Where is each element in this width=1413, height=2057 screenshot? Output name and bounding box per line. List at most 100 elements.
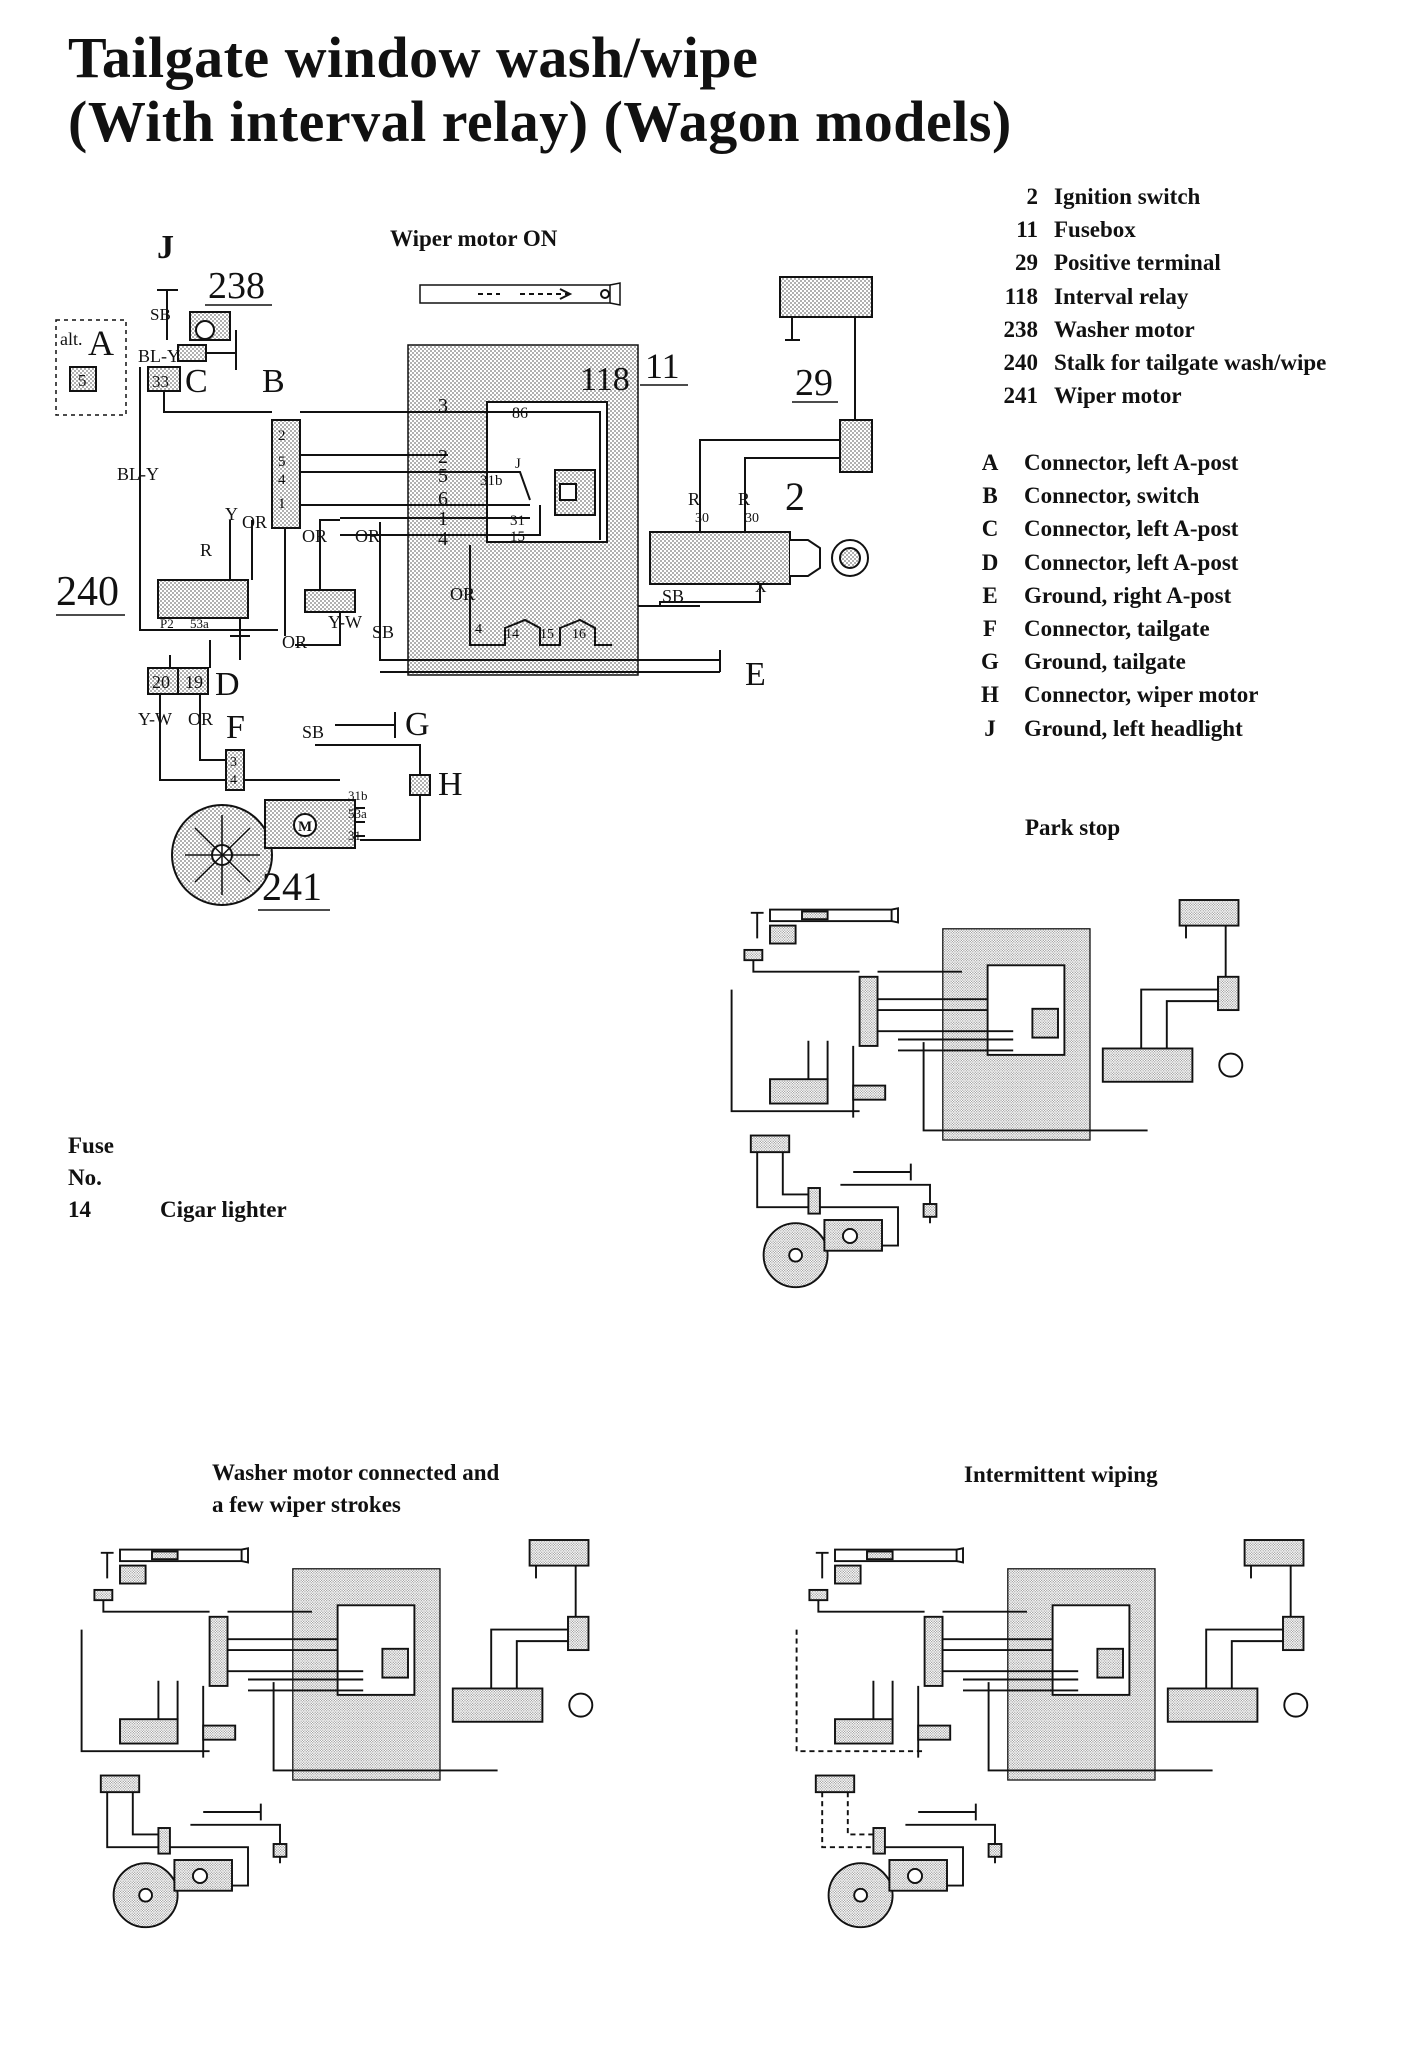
stalk-switch	[157, 579, 249, 619]
caption-wiper-on: Wiper motor ON	[390, 226, 558, 251]
term-86: 86	[512, 405, 528, 422]
letter-E: E	[745, 656, 766, 693]
legend-label: Ground, left headlight	[1024, 715, 1243, 741]
term-53a-motor: 53a	[348, 806, 367, 821]
wire-OR-4: OR	[282, 632, 307, 652]
wire-BLY-top: BL-Y	[138, 346, 180, 366]
pin-20: 20	[152, 672, 170, 692]
diagram-washer-motor	[80, 1539, 594, 1929]
ref-240: 240	[56, 569, 119, 615]
conn-2-b: 2	[278, 428, 286, 444]
legend-label: Connector, left A-post	[1024, 450, 1239, 475]
positive-terminal	[779, 276, 873, 318]
term-31b-motor: 31b	[348, 788, 368, 803]
legend-label: Ground, right A-post	[1024, 582, 1232, 608]
connector-A-alt	[55, 319, 127, 416]
wire-OR-3: OR	[355, 526, 380, 546]
legend-letter: H	[981, 682, 999, 708]
pin-19: 19	[185, 672, 203, 692]
wire-SB-mid: SB	[372, 622, 394, 642]
legend-label: Connector, wiper motor	[1024, 682, 1259, 708]
wire-OR-1: OR	[242, 512, 267, 532]
ignition-switch	[649, 531, 791, 585]
wire-R-ign-1: R	[688, 489, 700, 509]
caption-intermittent: Intermittent wiping	[964, 1462, 1158, 1487]
legend-label: Washer motor	[1054, 316, 1195, 342]
caption-washer-line-1: Washer motor connected and	[212, 1460, 500, 1485]
title-line-1: Tailgate window wash/wipe	[68, 25, 759, 90]
conn-3-F: 3	[230, 755, 237, 770]
legend-letter: C	[981, 516, 999, 542]
term-15-fuse: 15	[540, 627, 554, 642]
term-30-a: 30	[695, 511, 709, 526]
legend-label: Wiper motor	[1054, 383, 1182, 409]
legend-row: 118 Interval relay	[950, 280, 1326, 313]
legend-number: 241	[1003, 383, 1039, 409]
connector-H	[409, 774, 431, 796]
wire-SB-E: SB	[662, 586, 684, 606]
term-P2: P2	[160, 616, 174, 631]
main-labels: 238 J alt. A 5 SB BL-Y 33 C B BL-Y 240 1…	[56, 229, 838, 911]
wire-OR-relay: OR	[450, 584, 475, 604]
wire-BLY-left: BL-Y	[117, 464, 159, 484]
legend-number: 2	[1026, 184, 1039, 209]
term-30-b: 30	[745, 511, 759, 526]
legend-number: 118	[1004, 283, 1038, 309]
legend-row: A Connector, left A-post	[970, 446, 1258, 479]
fuse-label: Cigar lighter	[160, 1197, 287, 1222]
wire-OR-5: OR	[188, 709, 213, 729]
legend-label: Connector, tailgate	[1024, 615, 1210, 641]
pin-33: 33	[152, 372, 169, 391]
term-4-fuse: 4	[475, 622, 482, 637]
letter-D: D	[215, 666, 240, 703]
legend-letter: J	[984, 715, 996, 741]
caption-washer-line-2: a few wiper strokes	[212, 1492, 401, 1517]
term-31: 31	[510, 513, 525, 529]
title-line-2: (With interval relay) (Wagon models)	[68, 89, 1012, 154]
ref-29: 29	[795, 362, 833, 404]
connector-F	[225, 749, 245, 791]
legend-letter: F	[982, 615, 998, 641]
term-31-motor: 31	[348, 828, 361, 843]
legend-row: C Connector, left A-post	[970, 512, 1258, 545]
term-31b: 31b	[480, 473, 503, 489]
page-title: Tailgate window wash/wipe (With interval…	[68, 26, 1012, 154]
legend-row: J Ground, left headlight	[970, 712, 1258, 745]
pin-5: 5	[78, 371, 87, 390]
wire-OR-2: OR	[302, 526, 327, 546]
legend-number: 29	[1015, 250, 1038, 276]
legend-number: 11	[1016, 217, 1038, 243]
connector-B	[271, 419, 301, 529]
conn-3: 3	[438, 395, 448, 417]
legend-number: 240	[1003, 349, 1039, 375]
legend-label: Connector, left A-post	[1024, 549, 1239, 575]
legend-letter: A	[981, 450, 999, 475]
legend-row: F Connector, tailgate	[970, 612, 1258, 645]
diagram-intermittent	[795, 1539, 1309, 1929]
letter-J: J	[157, 229, 174, 266]
label-alt: alt.	[60, 329, 83, 349]
term-15: 15	[510, 529, 525, 545]
diagram-wiper-on	[55, 276, 873, 906]
legend-label: Connector, switch	[1024, 483, 1200, 509]
legend-label: Interval relay	[1054, 283, 1189, 309]
legend-label: Ground, tailgate	[1024, 649, 1186, 675]
term-53a: 53a	[190, 616, 209, 631]
ref-2: 2	[785, 474, 805, 519]
conn-5a: 5	[438, 465, 448, 487]
letter-F: F	[226, 709, 245, 746]
wire-SB-G: SB	[302, 722, 324, 742]
legend-row: H Connector, wiper motor	[970, 678, 1258, 711]
conn-4-b: 4	[278, 472, 286, 488]
legend-label: Connector, left A-post	[1024, 516, 1239, 542]
fuse-heading: Fuse	[68, 1133, 114, 1158]
